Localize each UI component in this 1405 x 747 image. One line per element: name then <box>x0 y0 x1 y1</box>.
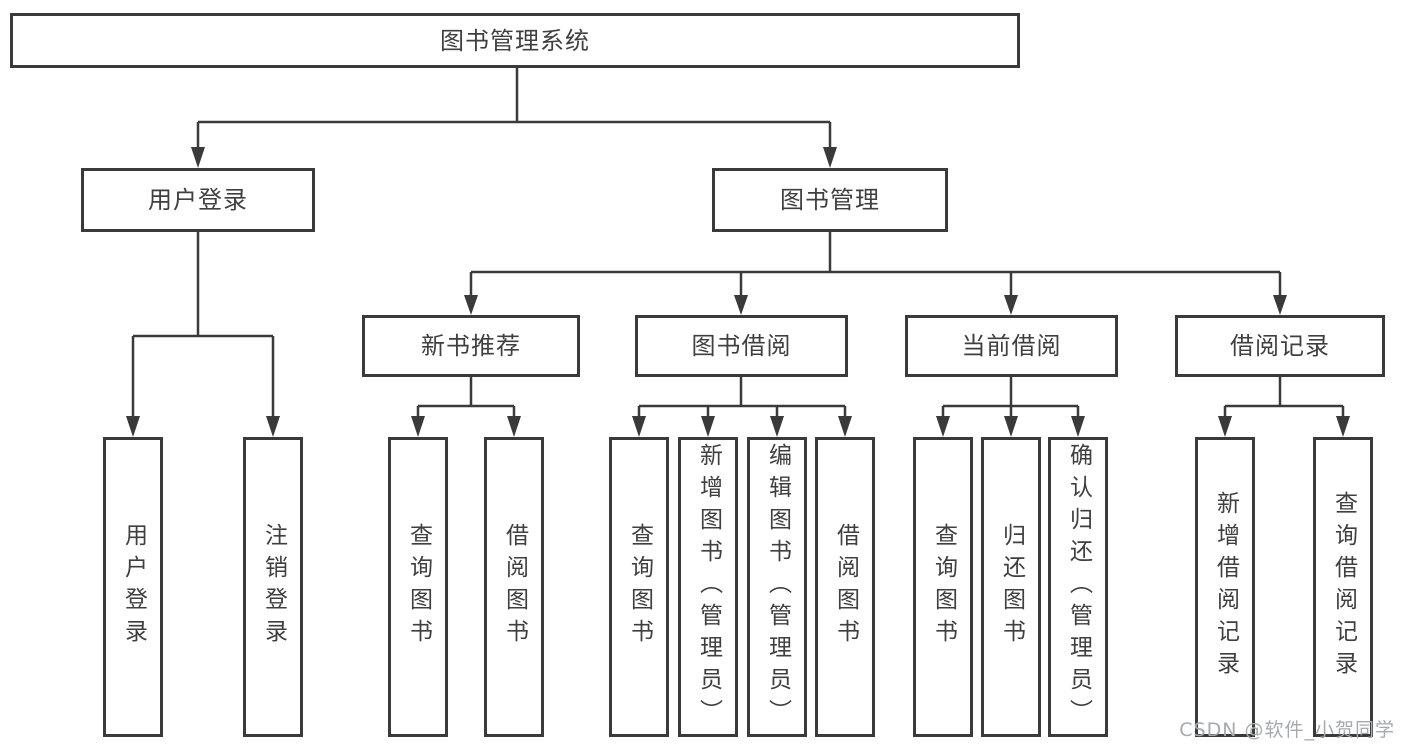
leaf-label: 新增图书（管理员） <box>695 443 722 731</box>
leaf-label: 用户登录 <box>120 523 147 651</box>
edge-borrow-to-leaves <box>637 377 847 418</box>
leaf-borrow-books: 借阅图书 <box>815 437 875 737</box>
leaf-label: 确认归还（管理员） <box>1065 443 1092 731</box>
arrow-down-icon <box>734 295 748 315</box>
arrow-down-icon <box>464 295 478 315</box>
arrow-down-icon <box>1004 295 1018 315</box>
arrow-down-icon <box>632 416 646 437</box>
edge-records-to-leaves <box>1223 377 1345 418</box>
arrow-down-icon <box>1218 416 1232 437</box>
leaf-label: 新增借阅记录 <box>1212 491 1239 683</box>
edge-current-to-leaves <box>941 377 1080 418</box>
leaf-add-books-admin: 新增图书（管理员） <box>678 437 738 737</box>
leaf-return-books: 归还图书 <box>981 437 1041 737</box>
leaf-label: 查询图书 <box>405 523 432 651</box>
leaf-add-borrow-record: 新增借阅记录 <box>1195 437 1255 737</box>
node-user-login: 用户登录 <box>81 168 315 232</box>
node-borrowing-records: 借阅记录 <box>1175 315 1385 377</box>
leaf-confirm-return-admin: 确认归还（管理员） <box>1048 437 1108 737</box>
node-book-management: 图书管理 <box>712 168 948 232</box>
edge-root-to-branches <box>196 68 832 148</box>
node-new-book-recommend: 新书推荐 <box>362 315 580 377</box>
node-book-borrowing: 图书借阅 <box>635 315 848 377</box>
edge-userlogin-to-leaves <box>131 232 275 418</box>
leaf-label: 借阅图书 <box>832 523 859 651</box>
node-current-borrowing: 当前借阅 <box>905 315 1118 377</box>
leaf-query-books-recommend: 查询图书 <box>388 437 448 737</box>
leaf-query-books-current: 查询图书 <box>913 437 973 737</box>
arrow-down-icon <box>701 416 715 437</box>
leaf-label: 注销登录 <box>260 523 287 651</box>
edge-newrec-to-leaves <box>416 377 516 418</box>
edge-bookmgmt-to-sections <box>469 232 1282 296</box>
arrow-down-icon <box>266 416 280 437</box>
arrow-down-icon <box>1336 416 1350 437</box>
leaf-query-borrow-record: 查询借阅记录 <box>1313 437 1373 737</box>
leaf-edit-books-admin: 编辑图书（管理员） <box>747 437 807 737</box>
arrow-down-icon <box>126 416 140 437</box>
leaf-borrow-books-recommend: 借阅图书 <box>484 437 544 737</box>
arrow-down-icon <box>1004 416 1018 437</box>
arrow-down-icon <box>770 416 784 437</box>
leaf-label: 借阅图书 <box>501 523 528 651</box>
leaf-label: 查询图书 <box>626 523 653 651</box>
leaf-label: 查询借阅记录 <box>1330 491 1357 683</box>
csdn-watermark: CSDN @软件_小贺同学 <box>1179 719 1395 741</box>
node-library-system: 图书管理系统 <box>10 13 1020 68</box>
arrow-down-icon <box>823 147 837 168</box>
arrow-down-icon <box>507 416 521 437</box>
arrow-down-icon <box>1273 295 1287 315</box>
arrow-down-icon <box>838 416 852 437</box>
arrow-down-icon <box>1071 416 1085 437</box>
leaf-label: 归还图书 <box>998 523 1025 651</box>
leaf-label: 查询图书 <box>930 523 957 651</box>
arrow-down-icon <box>191 147 205 168</box>
leaf-query-books-borrow: 查询图书 <box>609 437 669 737</box>
leaf-logout: 注销登录 <box>243 437 303 737</box>
arrow-down-icon <box>936 416 950 437</box>
arrow-down-icon <box>411 416 425 437</box>
leaf-user-login: 用户登录 <box>103 437 163 737</box>
leaf-label: 编辑图书（管理员） <box>764 443 791 731</box>
